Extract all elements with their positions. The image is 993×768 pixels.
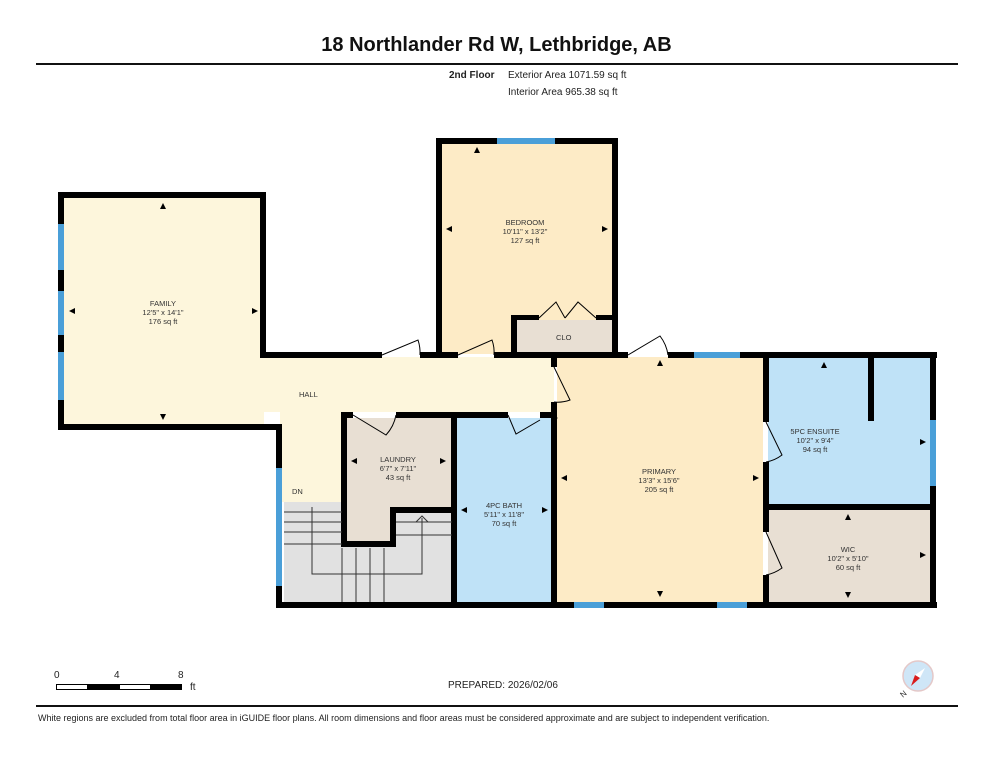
hall-floor xyxy=(264,357,554,412)
room-dims: 10'2" x 9'4" xyxy=(796,436,834,445)
header-divider xyxy=(36,63,958,65)
scale-tick-0: 0 xyxy=(54,670,60,681)
dimension-markers xyxy=(69,147,926,598)
stair-treads xyxy=(284,507,452,602)
room-area: 205 sq ft xyxy=(644,485,674,494)
disclaimer: White regions are excluded from total fl… xyxy=(38,713,770,723)
room-name: WIC xyxy=(840,545,856,554)
prepared-date: PREPARED: 2026/02/06 xyxy=(448,680,558,691)
exterior-area: Exterior Area 1071.59 sq ft xyxy=(508,70,627,81)
room-area: 127 sq ft xyxy=(510,236,540,245)
room-area: 60 sq ft xyxy=(835,563,861,572)
room-name: 5PC ENSUITE xyxy=(790,427,840,436)
room-laundry: LAUNDRY 6'7" x 7'11" 43 sq ft xyxy=(380,455,416,482)
room-name: LAUNDRY xyxy=(380,455,416,464)
room-primary: PRIMARY 13'3" x 15'6" 205 sq ft xyxy=(638,467,679,494)
stairs-floor xyxy=(284,502,342,602)
room-area: 43 sq ft xyxy=(385,473,411,482)
scale-bar-graphic xyxy=(56,684,182,690)
room-4pc-bath: 4PC BATH 5'11" x 11'8" 70 sq ft xyxy=(484,501,524,528)
family-floor xyxy=(64,198,264,425)
closet-floor xyxy=(516,320,612,354)
interior-area: Interior Area 965.38 sq ft xyxy=(508,87,618,98)
room-area: 94 sq ft xyxy=(802,445,828,454)
page-title: 18 Northlander Rd W, Lethbridge, AB xyxy=(321,34,672,56)
room-dims: 10'11" x 13'2" xyxy=(502,227,548,236)
room-fills xyxy=(64,143,930,602)
room-name: 4PC BATH xyxy=(485,501,523,510)
room-bedroom: BEDROOM 10'11" x 13'2" 127 sq ft xyxy=(503,218,548,245)
footer-divider xyxy=(36,705,958,707)
room-dims: 12'5" x 14'1" xyxy=(142,308,184,317)
compass-n-label: N xyxy=(898,689,908,698)
windows xyxy=(58,138,936,608)
room-family: FAMILY 12'5" x 14'1" 176 sq ft xyxy=(142,299,183,326)
room-5pc-ensuite: 5PC ENSUITE 10'2" x 9'4" 94 sq ft xyxy=(790,427,839,454)
compass-icon: N xyxy=(898,660,934,698)
stairs-floor-2 xyxy=(342,544,452,602)
scale-tick-4: 4 xyxy=(114,670,120,681)
doors xyxy=(352,301,783,576)
room-name: FAMILY xyxy=(149,299,177,308)
scale-tick-8: 8 xyxy=(178,670,184,681)
floor-name: 2nd Floor xyxy=(449,70,495,81)
room-name: BEDROOM xyxy=(505,218,545,227)
scale-unit: ft xyxy=(190,682,196,693)
bath-floor xyxy=(457,418,552,602)
hall-label: HALL xyxy=(299,390,318,399)
room-area: 176 sq ft xyxy=(148,317,178,326)
room-area: 70 sq ft xyxy=(491,519,517,528)
room-dims: 13'3" x 15'6" xyxy=(638,476,680,485)
room-wic: WIC 10'2" x 5'10" 60 sq ft xyxy=(827,545,868,572)
stairs-down-label: DN xyxy=(292,487,303,496)
room-name: PRIMARY xyxy=(641,467,677,476)
room-dims: 5'11" x 11'8" xyxy=(483,510,525,519)
primary-floor xyxy=(557,357,763,602)
ensuite-floor xyxy=(768,357,930,504)
room-dims: 10'2" x 5'10" xyxy=(827,554,869,563)
closet-label: CLO xyxy=(556,333,572,342)
wic-floor xyxy=(768,510,930,602)
room-dims: 6'7" x 7'11" xyxy=(379,464,417,473)
hall-floor-lower xyxy=(280,412,342,502)
